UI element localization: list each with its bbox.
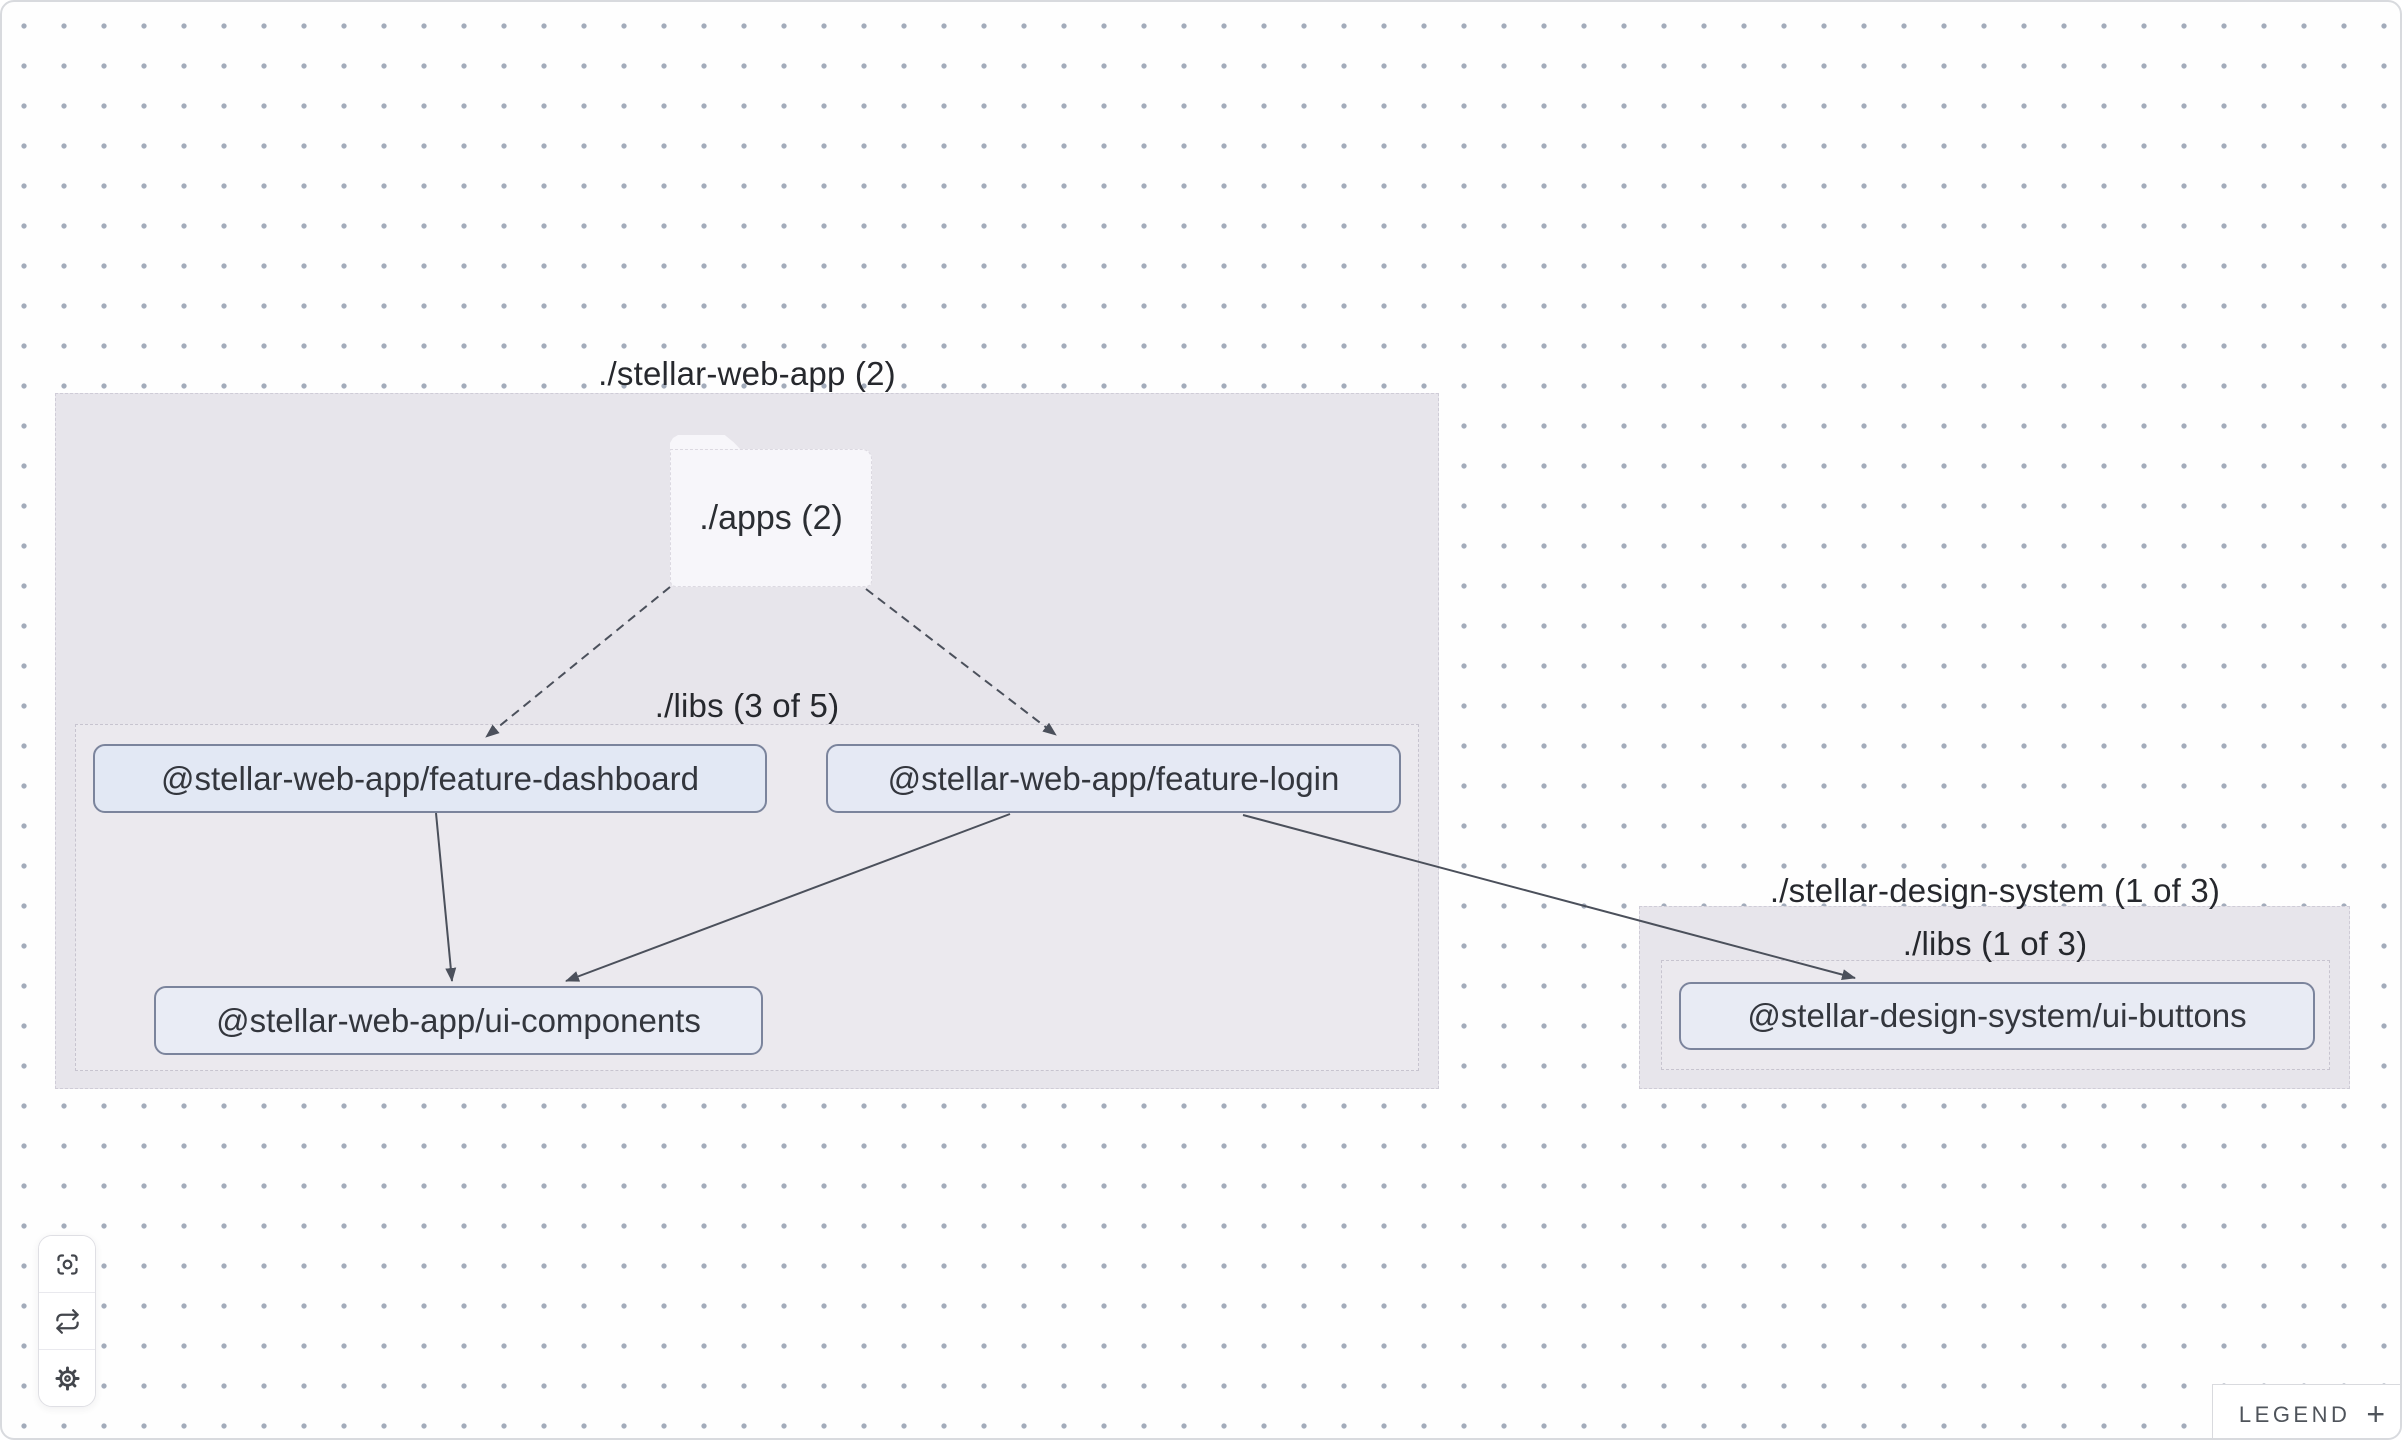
project-node-feature-login[interactable]: @stellar-web-app/feature-login [826, 744, 1401, 813]
folder-node-apps[interactable]: ./apps (2) [670, 435, 872, 587]
refresh-button[interactable] [39, 1292, 95, 1349]
folder-label: ./apps (2) [699, 498, 843, 537]
group-title-libs-web-app: ./libs (3 of 5) [654, 687, 840, 724]
project-node-ui-buttons[interactable]: @stellar-design-system/ui-buttons [1679, 982, 2315, 1050]
focus-button[interactable] [39, 1236, 95, 1292]
group-title-stellar-web-app: ./stellar-web-app (2) [598, 355, 896, 392]
project-node-feature-dashboard[interactable]: @stellar-web-app/feature-dashboard [93, 744, 767, 813]
settings-icon [54, 1365, 80, 1391]
legend-expand-icon: + [2366, 1395, 2386, 1432]
edge-apps-to-feature-login[interactable] [865, 588, 1057, 736]
group-title-libs-design-system: ./libs (1 of 3) [1902, 925, 2088, 962]
edge-feature-dashboard-to-ui-components[interactable] [435, 812, 457, 982]
refresh-icon [55, 1308, 79, 1334]
project-node-label: @stellar-web-app/feature-dashboard [161, 759, 699, 797]
folder-tab [670, 435, 744, 453]
legend-panel[interactable]: LEGEND + [2212, 1384, 2400, 1438]
project-node-ui-components[interactable]: @stellar-web-app/ui-components [154, 986, 763, 1055]
group-title-stellar-design-system: ./stellar-design-system (1 of 3) [1769, 872, 2221, 909]
edge-feature-login-to-ui-components[interactable] [565, 813, 1011, 982]
edge-feature-login-to-ui-buttons[interactable] [1242, 814, 1856, 980]
edge-apps-to-feature-dashboard[interactable] [485, 586, 671, 738]
project-node-label: @stellar-web-app/feature-login [887, 759, 1340, 797]
project-node-label: @stellar-design-system/ui-buttons [1747, 997, 2247, 1034]
graph-controls-toolbar [38, 1235, 96, 1407]
project-node-label: @stellar-web-app/ui-components [216, 1001, 701, 1039]
legend-label: LEGEND [2238, 1402, 2351, 1427]
focus-icon [56, 1253, 78, 1275]
settings-button[interactable] [39, 1349, 95, 1406]
